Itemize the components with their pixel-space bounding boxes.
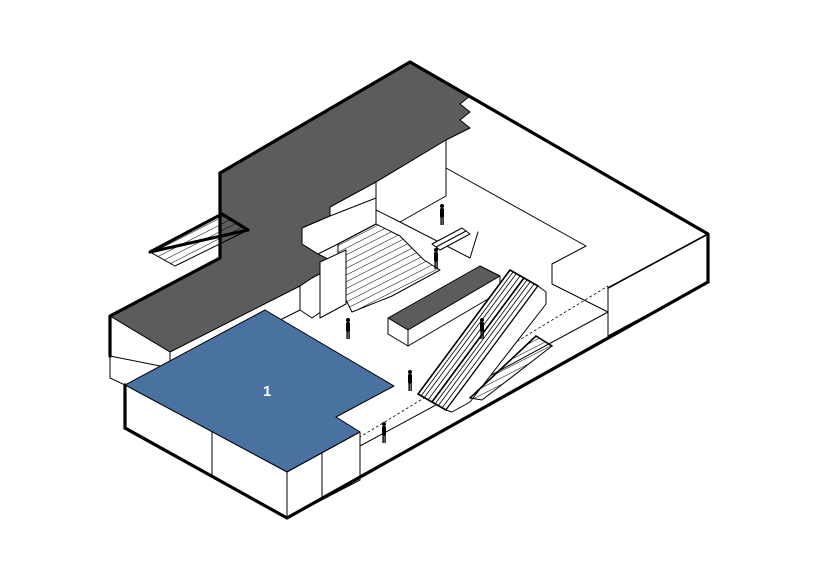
unit-1[interactable]: 1 <box>124 309 395 519</box>
outer-contour <box>108 60 710 520</box>
outer-wall-east-top <box>607 233 709 289</box>
escalators <box>417 269 553 413</box>
central-stair-wall <box>319 249 347 319</box>
contour-north <box>218 60 710 284</box>
escalator-treads <box>420 271 535 409</box>
left-stair-outline <box>148 212 250 254</box>
platform-edge <box>445 167 587 265</box>
person-figure <box>408 370 412 391</box>
contour-south <box>123 280 710 520</box>
person-figure <box>382 422 386 443</box>
unit-1-wall-east <box>286 431 361 519</box>
escalator-landing-edge <box>469 335 553 399</box>
people-figures <box>346 204 484 443</box>
small-steps-line <box>435 230 467 248</box>
roof-inner-wall <box>375 139 447 223</box>
person-figure <box>346 318 350 339</box>
central-stair <box>319 223 441 319</box>
dashed-guide <box>354 285 609 441</box>
platform-front <box>399 221 479 259</box>
escalator-side <box>445 285 547 413</box>
person-figure <box>434 248 438 269</box>
east-inner-wall <box>551 263 609 313</box>
contour-west <box>108 171 222 358</box>
person-figure <box>480 318 484 339</box>
unit-1-label: 1 <box>263 383 271 400</box>
right-platform <box>399 167 609 313</box>
left-stair <box>148 212 250 267</box>
person-figure <box>440 204 444 225</box>
